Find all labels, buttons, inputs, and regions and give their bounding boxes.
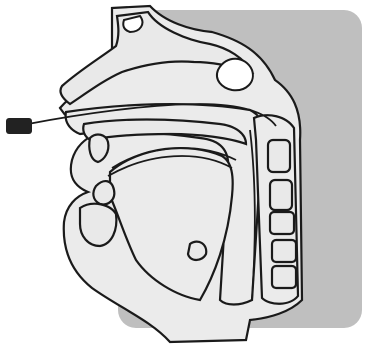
vertebra-c5 [272,240,296,262]
vertebra-c3 [270,180,292,210]
lower-tooth [93,181,114,204]
hyoid-bone [188,242,206,260]
vertebra-c2 [268,140,290,172]
mandible [80,204,116,246]
vertebra-c4 [270,212,294,234]
nasal-probe-icon [6,118,32,134]
sphenoid-sinus [217,59,253,91]
vertebra-c6 [272,266,296,288]
